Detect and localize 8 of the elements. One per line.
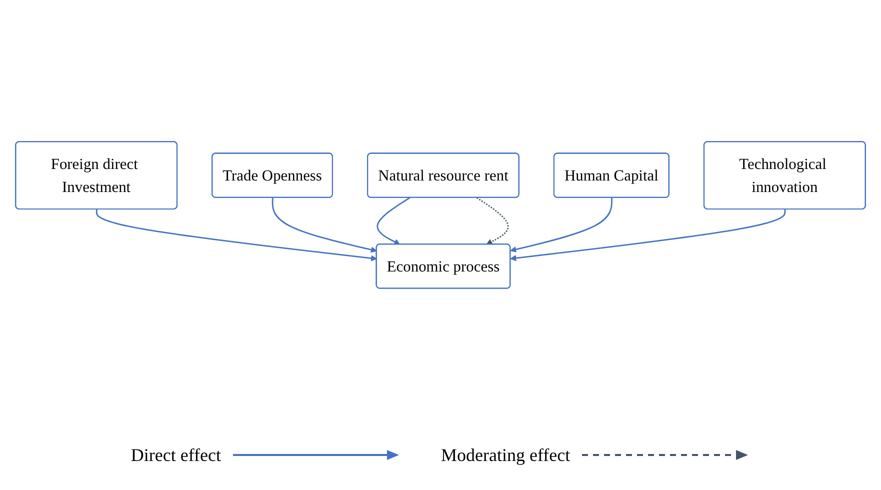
arrow	[272, 198, 377, 253]
legend-label: Direct effect	[130, 444, 221, 466]
arrow	[476, 197, 509, 245]
arrow	[376, 197, 410, 245]
legend-label: Moderating effect	[440, 444, 570, 466]
arrow	[510, 198, 612, 252]
arrow	[96, 209, 377, 262]
arrow	[510, 209, 786, 262]
